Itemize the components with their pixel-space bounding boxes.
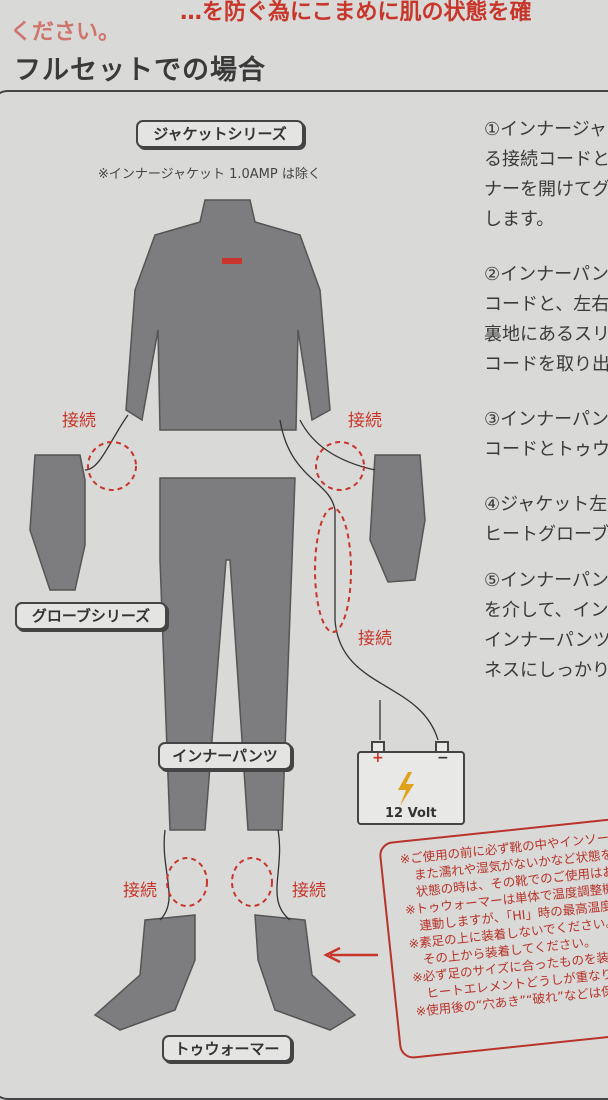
warning-text-line2: ください。 (10, 20, 121, 45)
step-5: ⑤インナーパンツを介して、インナインナーパンツのネスにしっかり接 (484, 570, 608, 681)
jacket-note: ※インナージャケット 1.0AMP は除く (98, 167, 321, 182)
jacket-series-label: ジャケットシリーズ (136, 120, 304, 148)
battery-voltage: 12 Volt (385, 806, 437, 821)
left-glove (29, 454, 86, 591)
arrow-icon (323, 946, 378, 964)
step-4: ④ジャケット左右ヒートグローブシ (484, 494, 608, 545)
lightning-icon (398, 772, 414, 806)
toe-warmer-label: トゥウォーマー (162, 1035, 292, 1062)
connection-circle (87, 441, 137, 491)
right-glove (369, 454, 426, 583)
battery-minus: − (437, 750, 449, 766)
cable-right-leg (276, 829, 291, 921)
jacket-logo (222, 258, 242, 264)
step-2: ②インナーパンコードと、左右裏地にあるスリコードを取り出 (484, 264, 608, 375)
battery-plus: + (372, 750, 384, 766)
cable-to-battery (334, 619, 439, 741)
connect-label: 接続 (358, 629, 392, 649)
caution-notes: ※ご使用の前に必ず靴の中やインソール また濡れや湿気がないかなど状態をよ 状態の… (378, 815, 608, 1060)
connect-label: 接続 (123, 881, 157, 901)
step-3: ③インナーパンツコードとトゥウォ (484, 409, 608, 460)
cable-jacket-pants (279, 419, 336, 620)
connection-circle (166, 857, 208, 907)
left-toe-warmer (93, 914, 196, 1031)
cable-left-arm (84, 414, 129, 471)
connection-circle (231, 857, 273, 907)
glove-series-label: グローブシリーズ (15, 602, 167, 630)
inner-pants (159, 477, 296, 831)
connect-label: 接続 (292, 881, 326, 901)
warning-text-line1: …を防ぐ為にこまめに肌の状態を確 (180, 0, 532, 25)
connect-label: 接続 (348, 411, 382, 431)
step-1: ①インナージャる接続コードとナーを開けてグします。 (484, 119, 608, 230)
connection-circle (314, 507, 352, 633)
page-title: フルセットでの場合 (14, 55, 266, 86)
cable-left-leg (159, 829, 170, 921)
jacket (125, 199, 331, 431)
inner-pants-label: インナーパンツ (158, 742, 292, 770)
connect-label: 接続 (62, 411, 96, 431)
connection-circle (315, 441, 365, 491)
right-toe-warmer (254, 914, 357, 1031)
